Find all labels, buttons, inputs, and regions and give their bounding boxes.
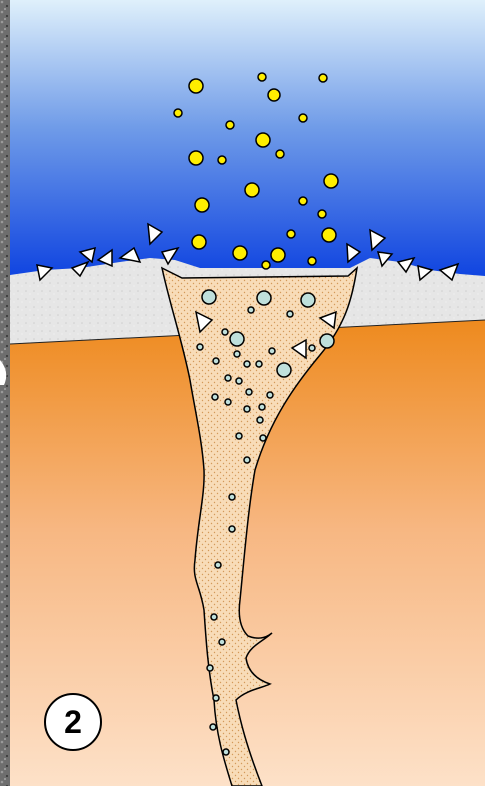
subsurface-bubble <box>230 332 244 346</box>
subsurface-bubble <box>244 457 250 463</box>
subsurface-bubble <box>248 307 254 313</box>
rock-frame-left <box>0 344 10 786</box>
gas-bubble <box>319 74 327 82</box>
subsurface-bubble <box>257 417 263 423</box>
subsurface-bubble <box>244 406 250 412</box>
subsurface-bubble <box>211 614 217 620</box>
subsurface-bubble <box>260 435 266 441</box>
gas-bubble <box>189 151 203 165</box>
subsurface-bubble <box>259 404 265 410</box>
subsurface-bubble <box>210 724 216 730</box>
subsurface-bubble <box>197 344 203 350</box>
subsurface-bubble <box>215 562 221 568</box>
gas-bubble <box>308 257 316 265</box>
subsurface-bubble <box>225 375 231 381</box>
subsurface-bubble <box>301 293 315 307</box>
subsurface-bubble <box>225 399 231 405</box>
gas-bubble <box>299 114 307 122</box>
gas-bubble <box>318 210 326 218</box>
subsurface-bubble <box>229 494 235 500</box>
subsurface-bubble <box>257 291 271 305</box>
subsurface-bubble <box>277 363 291 377</box>
subsurface-bubble <box>202 290 216 304</box>
subsurface-bubble <box>236 433 242 439</box>
gas-bubble <box>195 198 209 212</box>
gas-bubble <box>192 235 206 249</box>
step-number-badge <box>45 694 101 750</box>
gas-bubble <box>287 230 295 238</box>
gas-bubble <box>262 261 270 269</box>
gas-bubble <box>276 150 284 158</box>
subsurface-bubble <box>234 351 240 357</box>
subsurface-bubble <box>213 358 219 364</box>
subsurface-bubble <box>213 695 219 701</box>
gas-bubble <box>218 156 226 164</box>
gas-bubble <box>322 228 336 242</box>
gas-bubble <box>268 89 280 101</box>
subsurface-bubble <box>269 348 275 354</box>
subsurface-bubble <box>287 311 293 317</box>
subsurface-bubble <box>236 378 242 384</box>
subsurface-bubble <box>223 749 229 755</box>
gas-bubble <box>245 183 259 197</box>
subsurface-bubble <box>207 665 213 671</box>
subsurface-bubble <box>320 334 334 348</box>
atmosphere <box>10 0 485 285</box>
subsurface-bubble <box>229 526 235 532</box>
gas-bubble <box>324 174 338 188</box>
subsurface-bubble <box>222 329 228 335</box>
gas-bubble <box>226 121 234 129</box>
subsurface-bubble <box>246 389 252 395</box>
gas-bubble <box>271 248 285 262</box>
gas-bubble <box>189 79 203 93</box>
subsurface-bubble <box>309 345 315 351</box>
gas-bubble <box>299 197 307 205</box>
gas-bubble <box>258 73 266 81</box>
subsurface-bubble <box>244 361 250 367</box>
subsurface-bubble <box>219 639 225 645</box>
subsurface-bubble <box>256 361 262 367</box>
subsurface-bubble <box>212 394 218 400</box>
gas-bubble <box>256 133 270 147</box>
subsurface-bubble <box>267 392 273 398</box>
gas-bubble <box>233 246 247 260</box>
gas-bubble <box>174 109 182 117</box>
